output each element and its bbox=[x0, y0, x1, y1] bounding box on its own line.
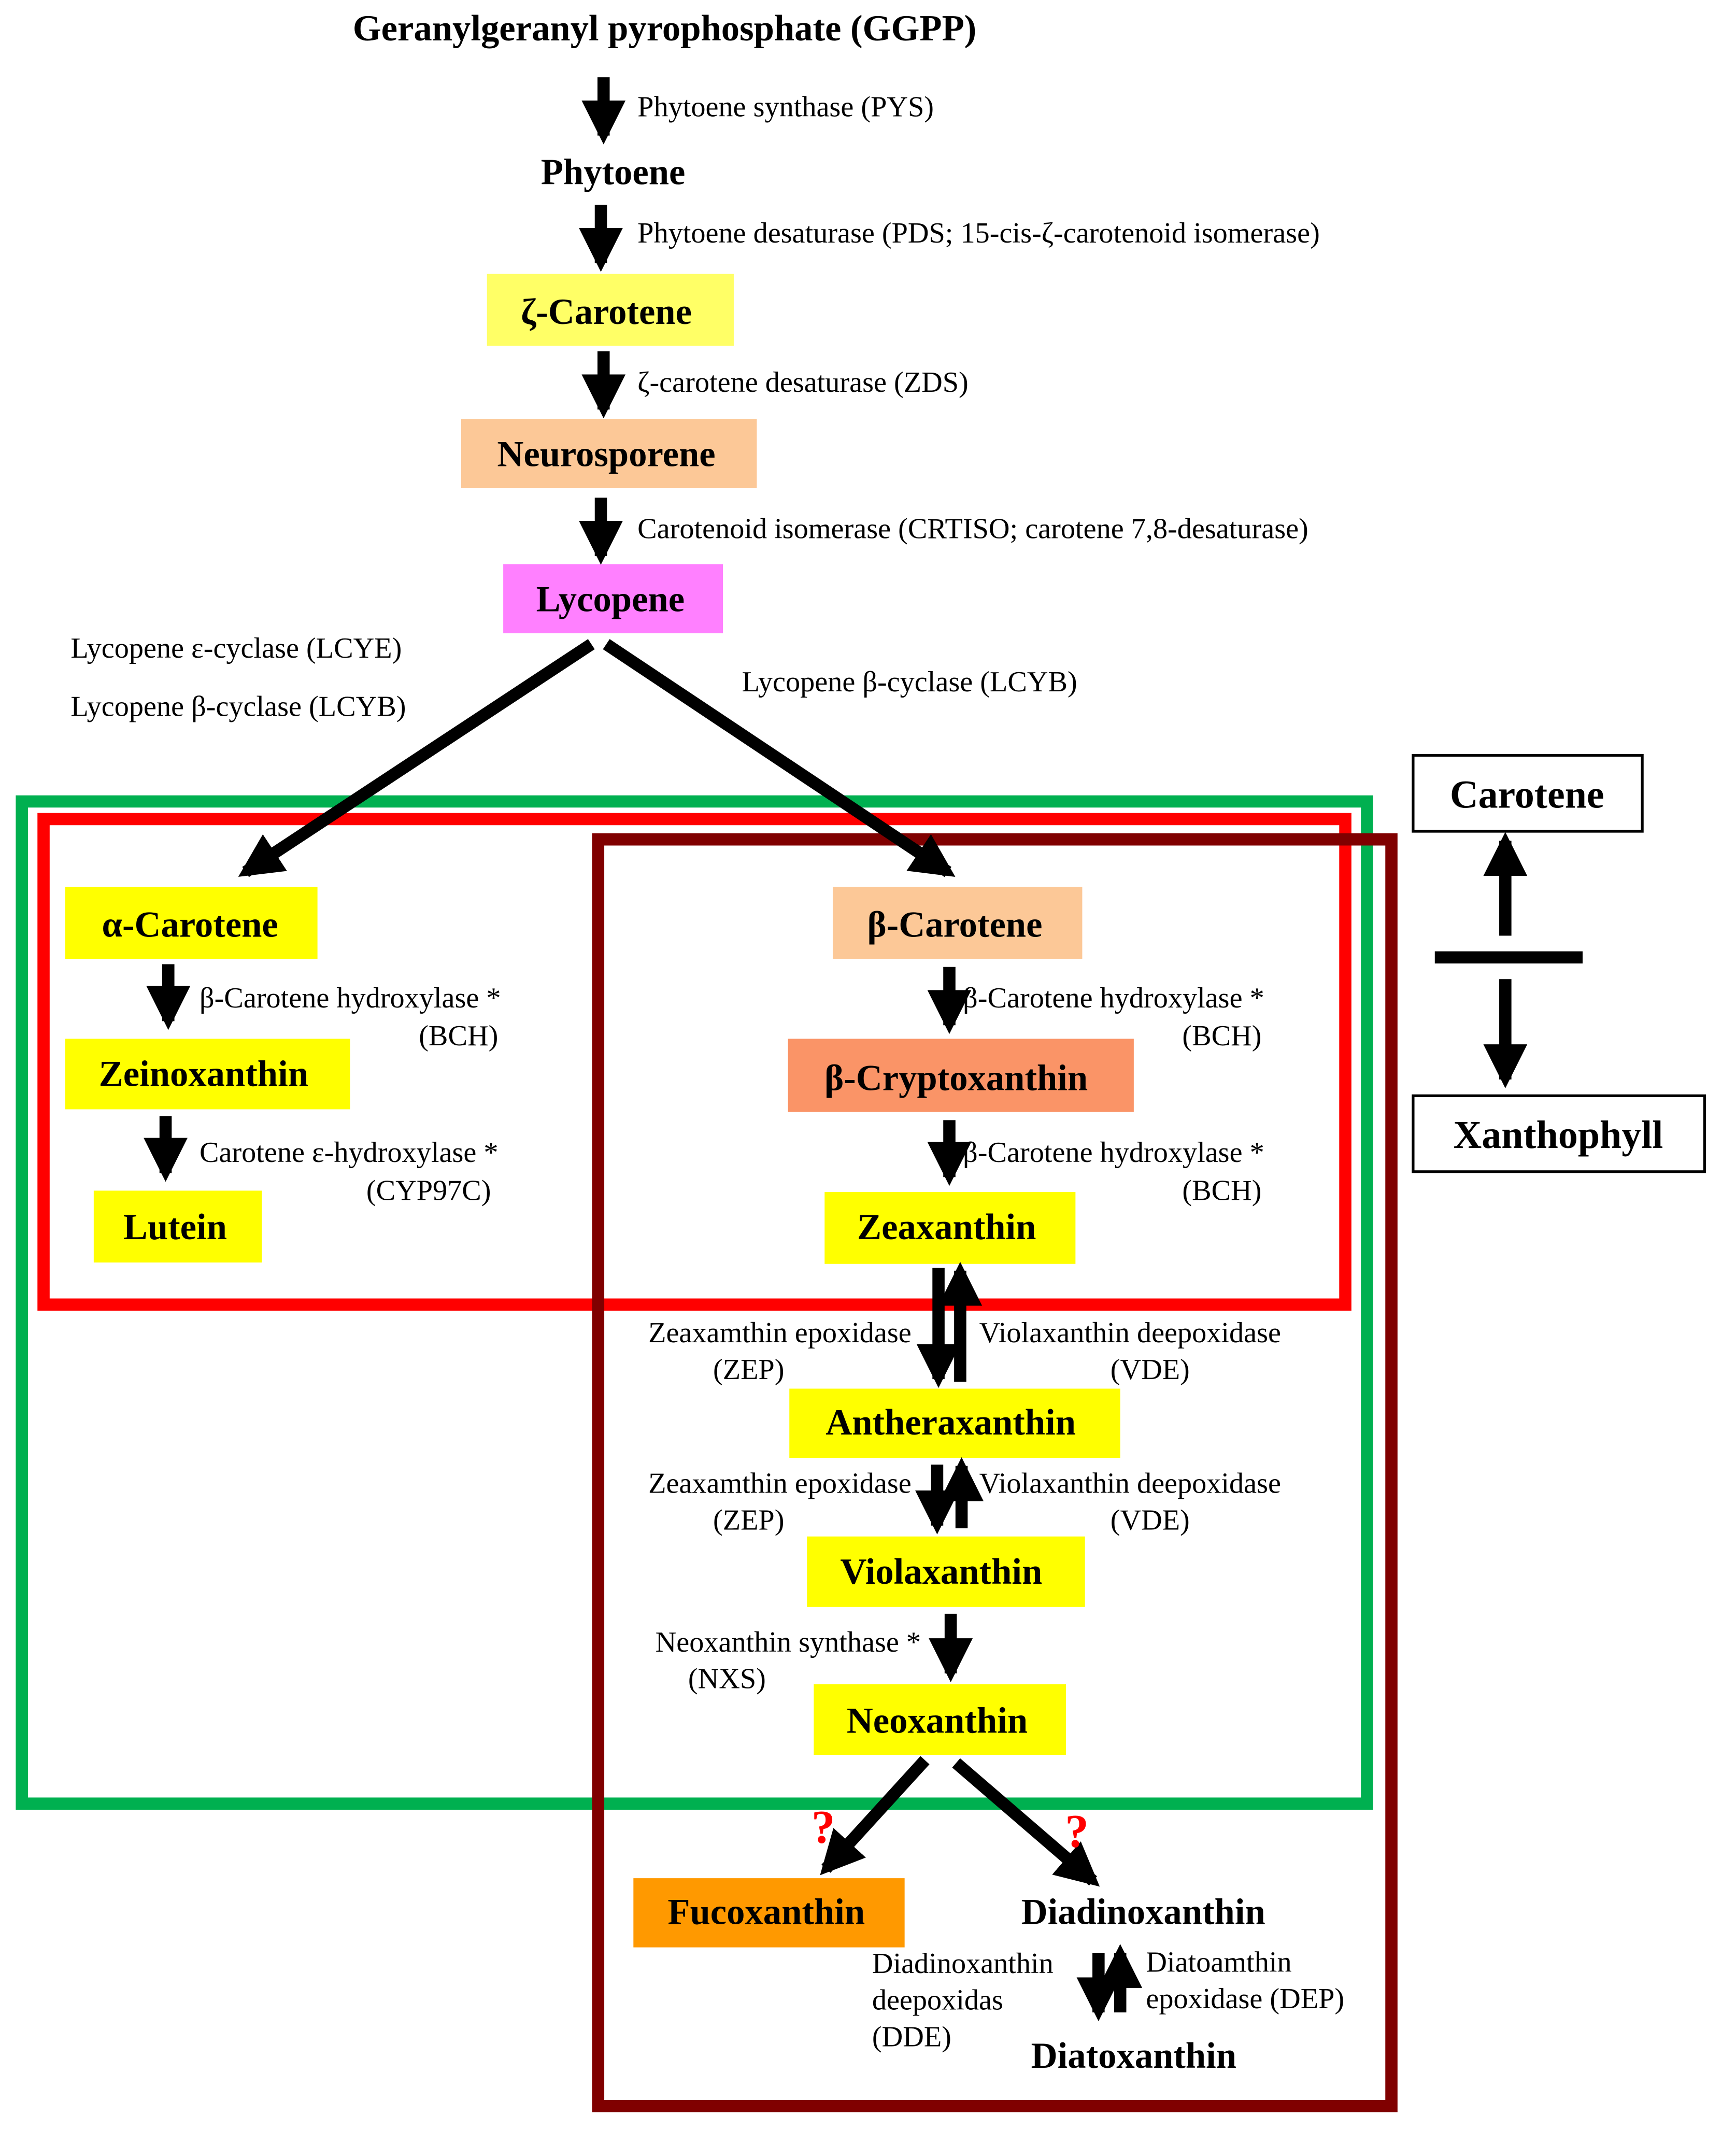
beta-cryptoxanthin-label: β-Cryptoxanthin bbox=[824, 1058, 1088, 1098]
enzyme-lcyb-left-label: Lycopene β-cyclase (LCYB) bbox=[70, 690, 406, 722]
enzyme-bch-beta2-abbr: (BCH) bbox=[1182, 1174, 1261, 1206]
enzyme-vde2-abbr: (VDE) bbox=[1111, 1504, 1190, 1536]
enzyme-zep2-name: Zeaxamthin epoxidase bbox=[648, 1468, 912, 1500]
neoxanthin-label: Neoxanthin bbox=[847, 1701, 1028, 1741]
enzyme-nxs-abbr: (NXS) bbox=[688, 1663, 766, 1695]
legend-xanthophyll-box bbox=[1412, 1094, 1706, 1173]
enzyme-cyp97c-name: Carotene ε-hydroxylase * bbox=[200, 1137, 499, 1169]
alpha-carotene-box bbox=[65, 887, 318, 959]
enzyme-zep1-abbr: (ZEP) bbox=[713, 1354, 784, 1386]
phytoene-label: Phytoene bbox=[541, 152, 686, 192]
enzyme-dde-line3: (DDE) bbox=[872, 2021, 951, 2053]
diatoxanthin-label: Diatoxanthin bbox=[1031, 2036, 1236, 2076]
beta-branch-frame bbox=[592, 833, 1398, 2112]
legend-carotene-label: Carotene bbox=[1450, 773, 1604, 816]
enzyme-nxs-name: Neoxanthin synthase * bbox=[656, 1626, 921, 1658]
lycopene-label: Lycopene bbox=[536, 579, 685, 620]
arrow-lycopene-to-beta-carotene bbox=[603, 639, 956, 877]
arrow-neoxanthin-to-diadinoxanthin bbox=[952, 1758, 1100, 1887]
fucoxanthin-label: Fucoxanthin bbox=[667, 1892, 865, 1933]
arrow-lycopene-to-alpha-carotene bbox=[238, 639, 595, 877]
neurosporene-box bbox=[461, 419, 757, 489]
neoxanthin-box bbox=[814, 1684, 1066, 1755]
zeta-carotene-label: ζ-Carotene bbox=[521, 292, 692, 332]
enzyme-lcye-label: Lycopene ε-cyclase (LCYE) bbox=[70, 632, 402, 664]
enzyme-bch-alpha-abbr: (BCH) bbox=[419, 1020, 498, 1052]
beta-carotene-box bbox=[832, 887, 1083, 959]
enzyme-zep2-abbr: (ZEP) bbox=[713, 1504, 784, 1536]
enzyme-bch-beta1-abbr: (BCH) bbox=[1182, 1020, 1261, 1052]
arrow-neoxanthin-to-fucoxanthin bbox=[820, 1756, 930, 1876]
lutein-label: Lutein bbox=[123, 1207, 227, 1247]
zeaxanthin-box bbox=[824, 1192, 1076, 1264]
enzyme-dep-line1: Diatoamthin bbox=[1146, 1946, 1291, 1978]
enzyme-pys-label: Phytoene synthase (PYS) bbox=[637, 91, 934, 123]
enzyme-vde2-name: Violaxanthin deepoxidase bbox=[979, 1468, 1281, 1500]
violaxanthin-label: Violaxanthin bbox=[840, 1552, 1042, 1592]
unknown-step-diadinoxanthin-mark: ? bbox=[1065, 1805, 1089, 1857]
fucoxanthin-box bbox=[633, 1878, 905, 1948]
antheraxanthin-box bbox=[789, 1388, 1120, 1458]
neurosporene-label: Neurosporene bbox=[497, 434, 715, 475]
enzyme-crtiso-label: Carotenoid isomerase (CRTISO; carotene 7… bbox=[637, 513, 1308, 545]
legend-carotene-box bbox=[1412, 754, 1644, 833]
ggpp-label: Geranylgeranyl pyrophosphate (GGPP) bbox=[353, 8, 977, 49]
enzyme-dde-line2: deepoxidas bbox=[872, 1984, 1003, 2017]
lycopene-box bbox=[503, 564, 723, 633]
antheraxanthin-label: Antheraxanthin bbox=[826, 1402, 1076, 1443]
enzyme-vde1-name: Violaxanthin deepoxidase bbox=[979, 1317, 1281, 1349]
enzyme-vde1-abbr: (VDE) bbox=[1111, 1354, 1190, 1386]
enzyme-zds-label: ζ-carotene desaturase (ZDS) bbox=[637, 366, 969, 399]
enzyme-zep1-name: Zeaxamthin epoxidase bbox=[648, 1317, 912, 1349]
alpha-carotene-label: α-Carotene bbox=[102, 905, 278, 945]
unknown-step-fucoxanthin-mark: ? bbox=[812, 1800, 835, 1853]
zeinoxanthin-box bbox=[65, 1039, 350, 1110]
enzyme-bch-beta1-name: β-Carotene hydroxylase * bbox=[963, 982, 1264, 1014]
enzyme-dde-line1: Diadinoxanthin bbox=[872, 1948, 1054, 1980]
diadinoxanthin-label: Diadinoxanthin bbox=[1021, 1892, 1265, 1933]
beta-carotene-label: β-Carotene bbox=[867, 905, 1042, 945]
zeinoxanthin-label: Zeinoxanthin bbox=[99, 1054, 308, 1094]
enzyme-lcyb-right-label: Lycopene β-cyclase (LCYB) bbox=[742, 666, 1077, 698]
enzyme-dep-line2: epoxidase (DEP) bbox=[1146, 1983, 1344, 2015]
enzyme-cyp97c-abbr: (CYP97C) bbox=[366, 1174, 491, 1206]
enzyme-bch-beta2-name: β-Carotene hydroxylase * bbox=[963, 1137, 1264, 1169]
beta-cryptoxanthin-box bbox=[788, 1039, 1134, 1112]
zeta-carotene-box bbox=[487, 274, 734, 346]
enzyme-bch-alpha-name: β-Carotene hydroxylase * bbox=[200, 982, 501, 1014]
lutein-box bbox=[93, 1190, 262, 1263]
violaxanthin-box bbox=[807, 1536, 1085, 1607]
xanthophyll-group-frame bbox=[16, 795, 1373, 1810]
legend-xanthophyll-label: Xanthophyll bbox=[1453, 1113, 1663, 1157]
zeaxanthin-label: Zeaxanthin bbox=[857, 1207, 1036, 1247]
enzyme-pds-label: Phytoene desaturase (PDS; 15-cis-ζ-carot… bbox=[637, 217, 1320, 249]
carotenoid-group-frame bbox=[37, 813, 1351, 1311]
